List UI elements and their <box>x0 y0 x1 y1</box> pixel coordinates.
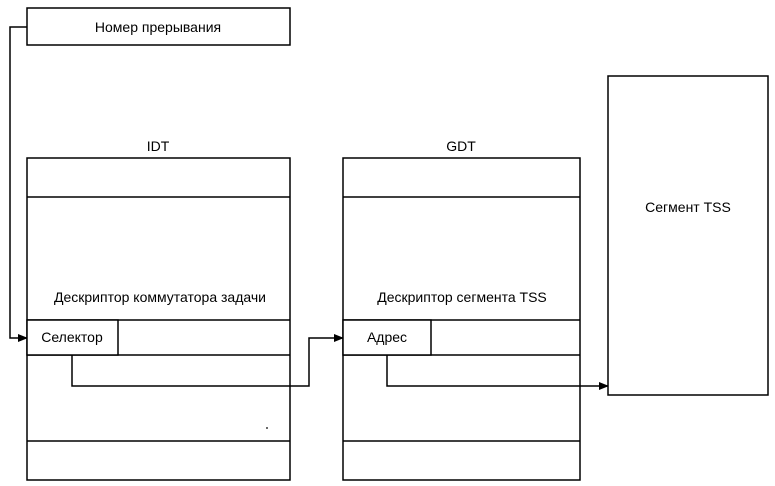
interrupt-number-label: Номер прерывания <box>95 19 221 35</box>
idt-selector-label: Селектор <box>41 329 103 345</box>
gdt-address-cell: Адрес <box>342 319 432 356</box>
gdt-address-label: Адрес <box>367 329 407 345</box>
stray-dot <box>266 427 268 429</box>
address-to-tss-arrow <box>386 355 609 390</box>
tss-segment-label: Сегмент TSS <box>645 199 731 215</box>
idt-table: IDT Дескриптор коммутатора задачи Селект… <box>26 138 291 481</box>
tss-segment-box: Сегмент TSS <box>607 75 769 396</box>
interrupt-to-selector-arrow <box>9 26 28 342</box>
idt-title: IDT <box>147 138 170 154</box>
interrupt-number-box: Номер прерывания <box>26 7 291 46</box>
gdt-descriptor-label: Дескриптор сегмента TSS <box>377 289 547 305</box>
idt-descriptor-label: Дескриптор коммутатора задачи <box>54 289 266 305</box>
selector-to-address-arrow <box>71 334 344 387</box>
idt-selector-cell: Селектор <box>26 319 119 356</box>
gdt-table: GDT Дескриптор сегмента TSS Адрес <box>342 138 581 481</box>
gdt-title: GDT <box>446 138 476 154</box>
